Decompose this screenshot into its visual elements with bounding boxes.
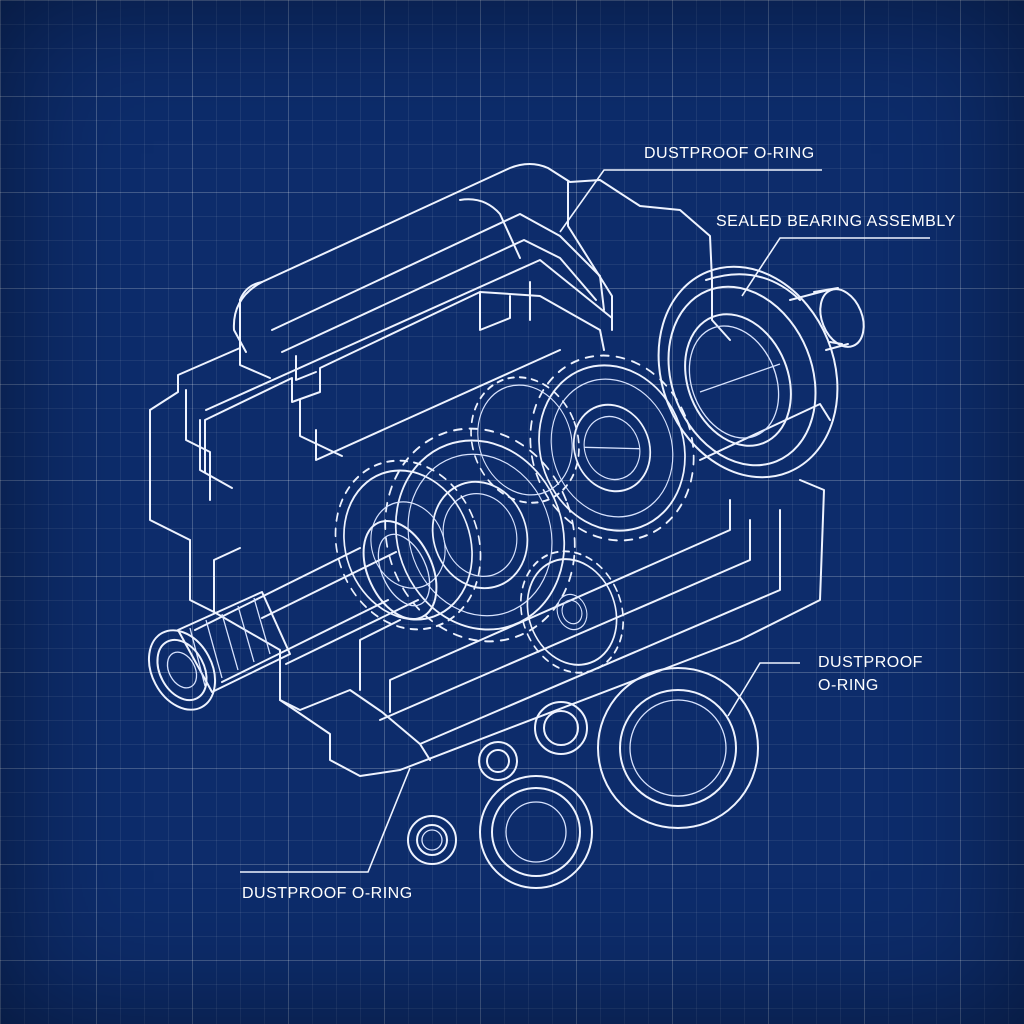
leader-right-oring — [727, 662, 800, 717]
sealed-bearing — [657, 265, 865, 479]
o-ring-small-b — [478, 741, 518, 781]
lower-gear — [519, 550, 625, 674]
label-oring-right-line2: O-RING — [818, 677, 879, 694]
o-ring-small-c — [407, 815, 457, 865]
leader-bottom-oring — [240, 767, 411, 873]
label-dustproof-right-line1: DUSTPROOF — [818, 654, 923, 671]
mid-gear — [470, 376, 580, 504]
housing-base — [189, 279, 831, 777]
idler-gear — [334, 459, 482, 631]
o-ring-small-a — [534, 701, 588, 755]
label-dustproof-oring-top: DUSTPROOF O-RING — [644, 145, 815, 162]
o-ring-medium — [479, 775, 593, 889]
label-dustproof-oring-bottom: DUSTPROOF O-RING — [242, 885, 413, 902]
drive-gear — [384, 427, 576, 643]
gear-housing-frame — [204, 281, 605, 473]
o-ring-large — [597, 667, 759, 829]
leader-top-oring — [559, 169, 822, 233]
output-gear — [529, 354, 695, 542]
input-shaft — [147, 519, 438, 711]
housing-outer — [149, 163, 713, 541]
label-sealed-bearing-assembly: SEALED BEARING ASSEMBLY — [716, 213, 956, 230]
leader-bearing — [741, 237, 930, 297]
